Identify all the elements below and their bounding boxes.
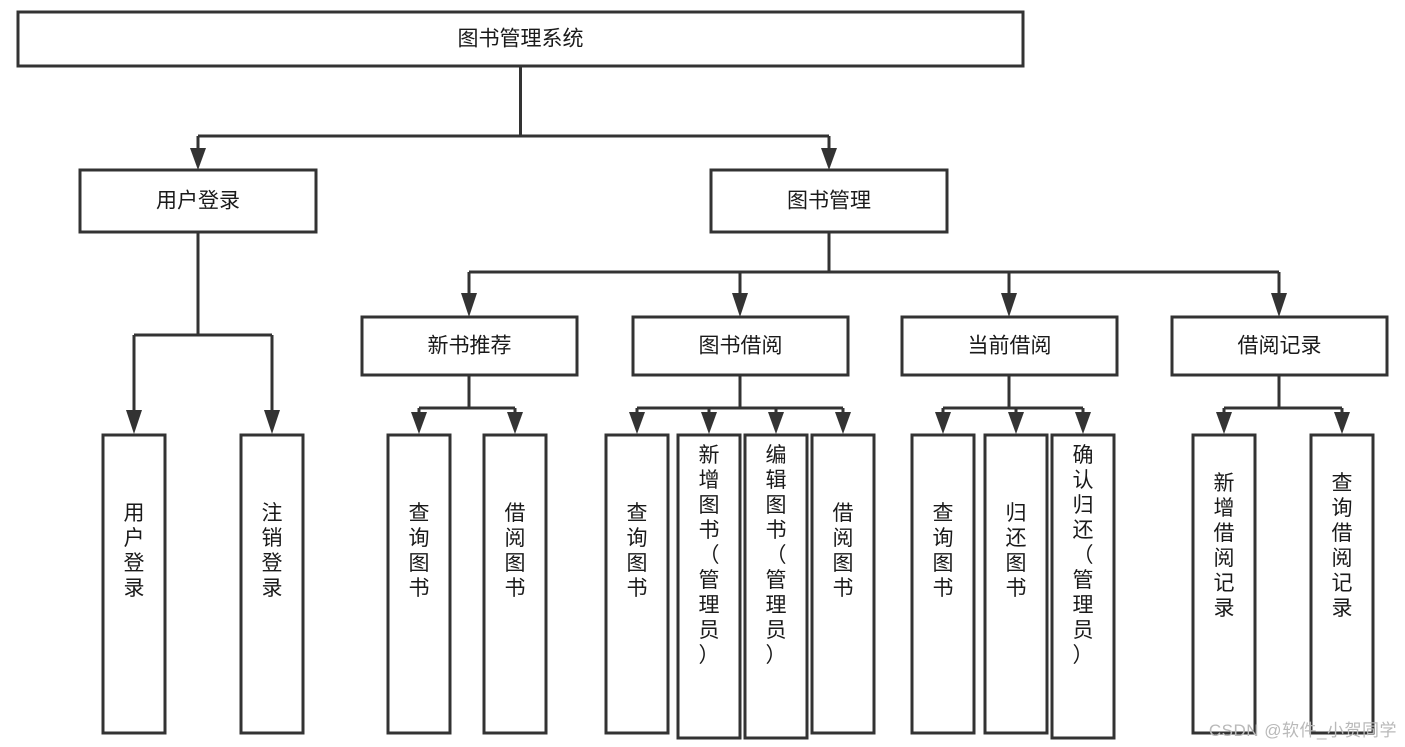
node-leaf-confirm-return-admin-box[interactable] [1050, 433, 1116, 740]
arrow-head-leaf-query-book-1 [411, 412, 427, 434]
node-leaf-borrow-book-1-label: 借阅图书 [505, 502, 526, 600]
arrow-head-leaf-user-login [126, 410, 142, 434]
node-borrow-record-box[interactable] [1170, 315, 1389, 377]
node-leaf-user-login[interactable]: 用户登录 [101, 433, 167, 735]
node-leaf-confirm-return-admin[interactable]: 确认归还（管理员） [1050, 433, 1116, 740]
node-leaf-edit-book-admin[interactable]: 编辑图书（管理员） [743, 433, 809, 740]
node-borrow-record-label: 借阅记录 [1238, 335, 1322, 358]
node-leaf-add-record[interactable]: 新增借阅记录 [1191, 433, 1257, 735]
node-current-borrow-label: 当前借阅 [968, 335, 1052, 358]
node-current-borrow-box[interactable] [900, 315, 1119, 377]
arrow-head-leaf-add-record [1216, 412, 1232, 434]
node-new-book-rec[interactable]: 新书推荐 [360, 315, 579, 377]
node-leaf-add-record-box[interactable] [1191, 433, 1257, 735]
node-leaf-query-book-3-box[interactable] [910, 433, 976, 735]
arrow-head-leaf-confirm-return-admin [1075, 412, 1091, 434]
node-new-book-rec-box[interactable] [360, 315, 579, 377]
node-book-manage-box[interactable] [709, 168, 949, 234]
node-leaf-query-book-3-label: 查询图书 [933, 502, 954, 600]
node-book-manage-label: 图书管理 [787, 190, 871, 213]
arrow-head-leaf-edit-book-admin [768, 412, 784, 434]
arrow-head-book-borrow [732, 293, 748, 317]
arrow-head-current-borrow [1001, 293, 1017, 317]
node-root[interactable]: 图书管理系统 [16, 10, 1025, 68]
node-leaf-borrow-book-2-box[interactable] [810, 433, 876, 735]
arrow-head-borrow-record [1271, 293, 1287, 317]
node-book-borrow-label: 图书借阅 [699, 335, 783, 358]
node-leaf-confirm-return-admin-label: 确认归还（管理员） [1073, 444, 1094, 667]
arrow-head-leaf-return-book [1008, 412, 1024, 434]
node-leaf-add-record-label: 新增借阅记录 [1214, 472, 1235, 620]
node-user-login-box[interactable] [78, 168, 318, 234]
node-book-borrow[interactable]: 图书借阅 [631, 315, 850, 377]
node-leaf-edit-book-admin-box[interactable] [743, 433, 809, 740]
node-leaf-query-book-3[interactable]: 查询图书 [910, 433, 976, 735]
leaf-nodes-group: 用户登录 注销登录 查询图书 借阅图书 查询图书 新增图书（管理员） 编辑图书（… [101, 433, 1375, 740]
node-leaf-user-logout[interactable]: 注销登录 [239, 433, 305, 735]
node-leaf-return-book-box[interactable] [983, 433, 1049, 735]
node-leaf-user-login-box[interactable] [101, 433, 167, 735]
node-leaf-query-book-1-box[interactable] [386, 433, 452, 735]
node-leaf-add-book-admin-box[interactable] [676, 433, 742, 740]
node-leaf-add-book-admin[interactable]: 新增图书（管理员） [676, 433, 742, 740]
node-leaf-query-record-box[interactable] [1309, 433, 1375, 735]
node-leaf-query-book-1-label: 查询图书 [409, 502, 430, 600]
arrow-head-leaf-borrow-book-2 [835, 412, 851, 434]
arrow-head-new-book-rec [461, 293, 477, 317]
node-leaf-borrow-book-1-box[interactable] [482, 433, 548, 735]
node-leaf-return-book[interactable]: 归还图书 [983, 433, 1049, 735]
node-root-box[interactable] [16, 10, 1025, 68]
node-leaf-borrow-book-2[interactable]: 借阅图书 [810, 433, 876, 735]
node-book-manage[interactable]: 图书管理 [709, 168, 949, 234]
arrow-head-leaf-add-book-admin [701, 412, 717, 434]
node-leaf-user-logout-box[interactable] [239, 433, 305, 735]
node-leaf-query-record[interactable]: 查询借阅记录 [1309, 433, 1375, 735]
arrow-head-leaf-query-book-2 [629, 412, 645, 434]
node-leaf-user-logout-label: 注销登录 [262, 502, 283, 600]
node-leaf-borrow-book-1[interactable]: 借阅图书 [482, 433, 548, 735]
node-leaf-add-book-admin-label: 新增图书（管理员） [699, 444, 720, 667]
node-current-borrow[interactable]: 当前借阅 [900, 315, 1119, 377]
node-new-book-rec-label: 新书推荐 [428, 335, 512, 358]
arrow-head-leaf-user-logout [264, 410, 280, 434]
node-leaf-user-login-label: 用户登录 [124, 502, 145, 600]
arrow-head-book-manage [821, 148, 837, 170]
node-user-login[interactable]: 用户登录 [78, 168, 318, 234]
arrow-head-leaf-query-book-3 [935, 412, 951, 434]
node-leaf-borrow-book-2-label: 借阅图书 [833, 502, 854, 600]
node-leaf-query-book-1[interactable]: 查询图书 [386, 433, 452, 735]
node-root-label: 图书管理系统 [458, 28, 584, 51]
arrow-head-leaf-borrow-book-1 [507, 412, 523, 434]
node-leaf-return-book-label: 归还图书 [1006, 502, 1027, 600]
node-user-login-label: 用户登录 [156, 190, 240, 213]
node-leaf-edit-book-admin-label: 编辑图书（管理员） [766, 444, 787, 667]
node-leaf-query-book-2[interactable]: 查询图书 [604, 433, 670, 735]
arrow-head-user-login [190, 148, 206, 170]
node-leaf-query-record-label: 查询借阅记录 [1332, 472, 1353, 620]
node-leaf-query-book-2-label: 查询图书 [627, 502, 648, 600]
arrow-head-leaf-query-record [1334, 412, 1350, 434]
node-book-borrow-box[interactable] [631, 315, 850, 377]
connector-group [126, 66, 1350, 434]
node-borrow-record[interactable]: 借阅记录 [1170, 315, 1389, 377]
node-leaf-query-book-2-box[interactable] [604, 433, 670, 735]
